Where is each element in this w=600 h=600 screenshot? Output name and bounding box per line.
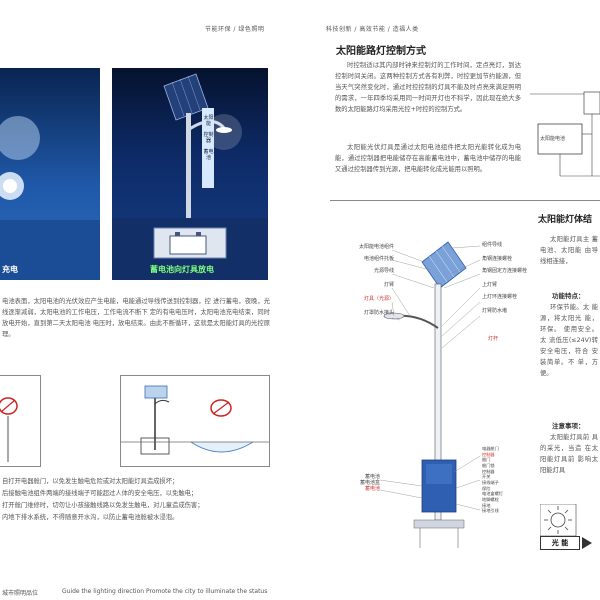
diagram-labels-bottom-left: 蓄电池 蓄电池盒 蓄电池: [340, 474, 380, 492]
diagram-labels-bottom-right: 电器舱门 控制器 舱门 舱门锁 控制器 开关 接线端子 保险 电池盒螺钉 地脚螺…: [482, 446, 538, 514]
diagram-label: 保险: [482, 485, 491, 491]
note-item: 打开舱门维修时，切勿让小孩接触线路以免发生触电，对儿童造成伤害；: [2, 501, 204, 509]
diagram-label: 角钢连接螺栓: [482, 256, 513, 262]
discharge-scene: [112, 73, 268, 280]
control-paragraph-1: 时控制适は其内部时钟来控制灯的工作时间，定点亮灯，到达控制时间关闭。这两种控制方…: [335, 62, 521, 114]
note-item: 自打开电器舱门，以免发生触电危险或对太阳能灯具造成损坏；: [2, 478, 179, 485]
diagram-label: 控制器: [482, 468, 495, 474]
diagram-label: 光源导线: [373, 268, 394, 274]
diagram-label: 组件导线: [482, 242, 503, 248]
photo-discharging: 太阳能 控制器 蓄电池 蓄电池向灯具放电: [112, 68, 268, 280]
diagram-labels-left: 太阳能电池组件 电池组件托板 光源导线 灯臂 灯具（光源） 灯罩防水接头: [340, 244, 394, 322]
warning-diagram-left: [0, 375, 41, 467]
diagram-label: 上灯臂: [482, 282, 498, 288]
sun-icon: [544, 506, 572, 534]
charging-scene: [0, 116, 100, 280]
pole-label: 灯杆: [488, 336, 499, 342]
arrow-icon: [582, 537, 592, 549]
section-title-control: 太阳能路灯控制方式: [336, 46, 426, 57]
warning-notes: 自打开电器舱门，以免发生触电危险或对太阳能灯具造成损坏； 后接触电池组件两端的接…: [2, 476, 270, 524]
diagram-label: 接地: [482, 502, 491, 508]
header-right: 科技创新 / 高效节能 / 造福人类: [326, 26, 419, 33]
diagram-label: 接线端子: [482, 480, 499, 486]
diagram-label: 蓄电池: [364, 474, 380, 480]
photo-charging: 充电: [0, 68, 100, 280]
diagram-label: 灯臂: [383, 282, 394, 288]
pole-label-stack: 太阳能 控制器 蓄电池: [203, 115, 214, 161]
diagram-label: 电器舱门: [482, 446, 499, 451]
diagram-label: 灯罩防水接头: [363, 310, 394, 316]
diagram-label: 电池组件托板: [363, 256, 394, 262]
photo-discharging-label: 蓄电池向灯具放电: [150, 265, 214, 274]
pole-label-0: 太阳能: [203, 115, 214, 127]
sun-badge: 光 能: [539, 503, 600, 554]
diagram-label: 灯臂防水堵: [482, 308, 508, 314]
caution-title: 注意事项：: [552, 422, 585, 430]
solar-panel-icon: [163, 73, 209, 121]
diagram-label: 蓄电池盒: [359, 480, 380, 486]
diagram-label: 灯具（光源）: [363, 296, 394, 302]
warning-diagram-right: [120, 375, 270, 467]
diagram-label: 开关: [482, 474, 491, 480]
diagram-label: 接地引线: [482, 508, 499, 514]
note-item: 后接触电池组件两端的接线端子可能超过人体的安全电压，以免触电；: [2, 489, 198, 497]
header-left: 节能环保 / 绿色照明: [205, 26, 265, 33]
principle-paragraph: 电池表面，太阳电池的光伏效应产生电能，电能通过导线传送到控制器，控 进行蓄电，夜…: [2, 298, 270, 339]
note-item: 内地下排水系统，不得随意开水沟，以防止蓄电池舱被水浸泡。: [2, 513, 179, 521]
features-paragraph: 环保节能。太 能源，将太阳光 能，环保。 使用安全。太 流低压(≤24V)转 安…: [540, 304, 598, 378]
solar-cell-label: 太阳能电池: [540, 136, 566, 142]
diagram-label: 太阳能电池组件: [358, 244, 394, 250]
diagram-label: 蓄电池: [364, 486, 380, 492]
lamp-structure-diagram: 太阳能电池组件 电池组件托板 光源导线 灯臂 灯具（光源） 灯罩防水接头 组件导…: [340, 228, 536, 558]
solar-panel-icon: [144, 385, 168, 399]
photo-charging-label: 充电: [2, 265, 18, 274]
pole-label-2: 蓄电池: [203, 149, 214, 161]
light-energy-label: 光 能: [540, 536, 580, 550]
diagram-label: 舱门: [482, 457, 491, 463]
diagram-label: 角钢固定方连接螺栓: [482, 268, 528, 274]
diagram-label: 控制器: [482, 451, 495, 457]
circuit-schematic: 太阳能电池: [530, 64, 600, 184]
footer-cn: 城市照明品位: [2, 590, 39, 597]
section-title-structure: 太阳能灯体结: [538, 215, 593, 225]
diagram-labels-right: 组件导线 角钢连接螺栓 角钢固定方连接螺栓 上灯臂 上灯环连接螺栓 灯臂防水堵: [482, 242, 542, 322]
diagram-label: 电池盒螺钉: [482, 491, 503, 497]
features-title: 功能特点：: [552, 292, 585, 300]
caution-paragraph: 太阳能灯具前 具的采光，当造 在太阳能灯具前 影响太阳能灯具: [540, 434, 598, 475]
pole-label-1: 控制器: [203, 132, 214, 144]
diagram-label: 舱门锁: [482, 463, 495, 469]
structure-paragraph: 太阳能灯具主 蓄电池、太阳能 由导线相连接，: [540, 236, 598, 266]
footer-en: Guide the lighting direction Promote the…: [62, 588, 268, 595]
solar-panel-icon: [421, 241, 467, 289]
diagram-label: 上灯环连接螺栓: [482, 294, 518, 300]
diagram-label: 地脚螺栓: [482, 497, 499, 503]
control-paragraph-2: 太阳能光伏灯具是通过太阳电池组件把太阳光能转化成为电能，通过控制器把电能储存在高…: [335, 144, 521, 174]
divider: [330, 200, 600, 201]
